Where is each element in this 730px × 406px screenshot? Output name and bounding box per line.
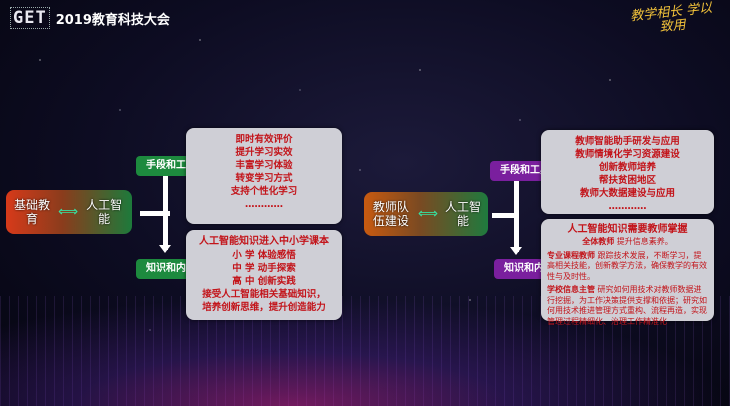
teacher-team-ai-box: 教师队伍建设 ⟺ 人工智能	[364, 192, 488, 236]
target-label: 人工智能	[86, 198, 123, 226]
tools-item: 支持个性化学习	[230, 186, 298, 197]
knowledge-paragraph: 学校信息主管 研究如何用技术对教师数据进行挖掘，为工作决策提供支撑和依据；研究如…	[547, 285, 708, 327]
knowledge-item: 高 中 创新实践	[232, 276, 296, 287]
paragraph-head: 学校信息主管	[547, 285, 595, 294]
double-arrow-icon: ⟺	[58, 204, 79, 220]
double-arrow-icon: ⟺	[417, 206, 438, 222]
tools-item: 即时有效评价	[235, 134, 293, 145]
knowledge-item: 中 学 动手探索	[232, 263, 296, 274]
source-label: 基础教育	[13, 198, 50, 226]
arrow-down-icon	[510, 247, 522, 255]
knowledge-item: 小 学 体验感悟	[232, 250, 296, 261]
knowledge-panel: 人工智能知识需要教师掌握 全体教师 提升信息素养。 专业课程教师 跟踪技术发展，…	[541, 219, 714, 326]
tools-item: 提升学习实效	[235, 147, 293, 158]
connector-vertical	[163, 170, 168, 250]
tools-panel: 即时有效评价 提升学习实效 丰富学习体验 转变学习方式 支持个性化学习 …………	[186, 128, 342, 224]
get-logo-mark: GET	[10, 7, 50, 29]
connector-vertical	[514, 174, 519, 252]
basic-education-ai-box: 基础教育 ⟺ 人工智能	[6, 190, 132, 234]
tools-item: 教师大数据建设与应用	[579, 188, 675, 199]
knowledge-paragraph: 全体教师 提升信息素养。	[547, 237, 708, 248]
connector-horizontal	[492, 213, 516, 218]
arrow-down-icon	[159, 245, 171, 253]
knowledge-item: 培养创新思维，提升创造能力	[202, 302, 326, 313]
paragraph-body: 提升信息素养。	[614, 237, 673, 246]
tools-item: …………	[245, 199, 283, 210]
tools-item: 教师情境化学习资源建设	[575, 149, 680, 160]
target-label: 人工智能	[444, 200, 481, 228]
tools-item: 转变学习方式	[235, 173, 293, 184]
paragraph-body: 跟踪技术发展，不断学习，提高相关技能，创新教学方法，确保教学的有效性与及时性。	[547, 250, 707, 281]
tools-panel: 教师智能助手研发与应用 教师情境化学习资源建设 创新教师培养 帮扶贫困地区 教师…	[541, 130, 714, 214]
source-label: 教师队伍建设	[372, 200, 409, 228]
knowledge-title: 人工智能知识需要教师掌握	[567, 224, 688, 235]
tools-item: 丰富学习体验	[235, 160, 293, 171]
paragraph-head: 专业课程教师	[547, 250, 595, 260]
knowledge-title: 人工智能知识进入中小学课本	[199, 236, 329, 247]
conference-title: 2019教育科技大会	[55, 12, 170, 28]
paragraph-body: 研究如何用技术对教师数据进行挖掘，为工作决策提供支撑和依据；研究如何用技术推进管…	[547, 285, 707, 326]
knowledge-paragraph: 专业课程教师 跟踪技术发展，不断学习，提高相关技能，创新教学方法，确保教学的有效…	[547, 251, 708, 283]
knowledge-panel: 人工智能知识进入中小学课本 小 学 体验感悟 中 学 动手探索 高 中 创新实践…	[186, 230, 342, 320]
tools-item: …………	[608, 201, 647, 212]
conference-logo: GET 2019教育科技大会	[10, 7, 170, 29]
tools-item: 帮扶贫困地区	[598, 175, 656, 186]
connector-horizontal	[140, 211, 170, 216]
paragraph-head: 全体教师	[582, 237, 615, 246]
knowledge-item: 接受人工智能相关基础知识，	[202, 289, 326, 300]
tools-item: 教师智能助手研发与应用	[575, 136, 680, 147]
tools-item: 创新教师培养	[598, 162, 656, 173]
